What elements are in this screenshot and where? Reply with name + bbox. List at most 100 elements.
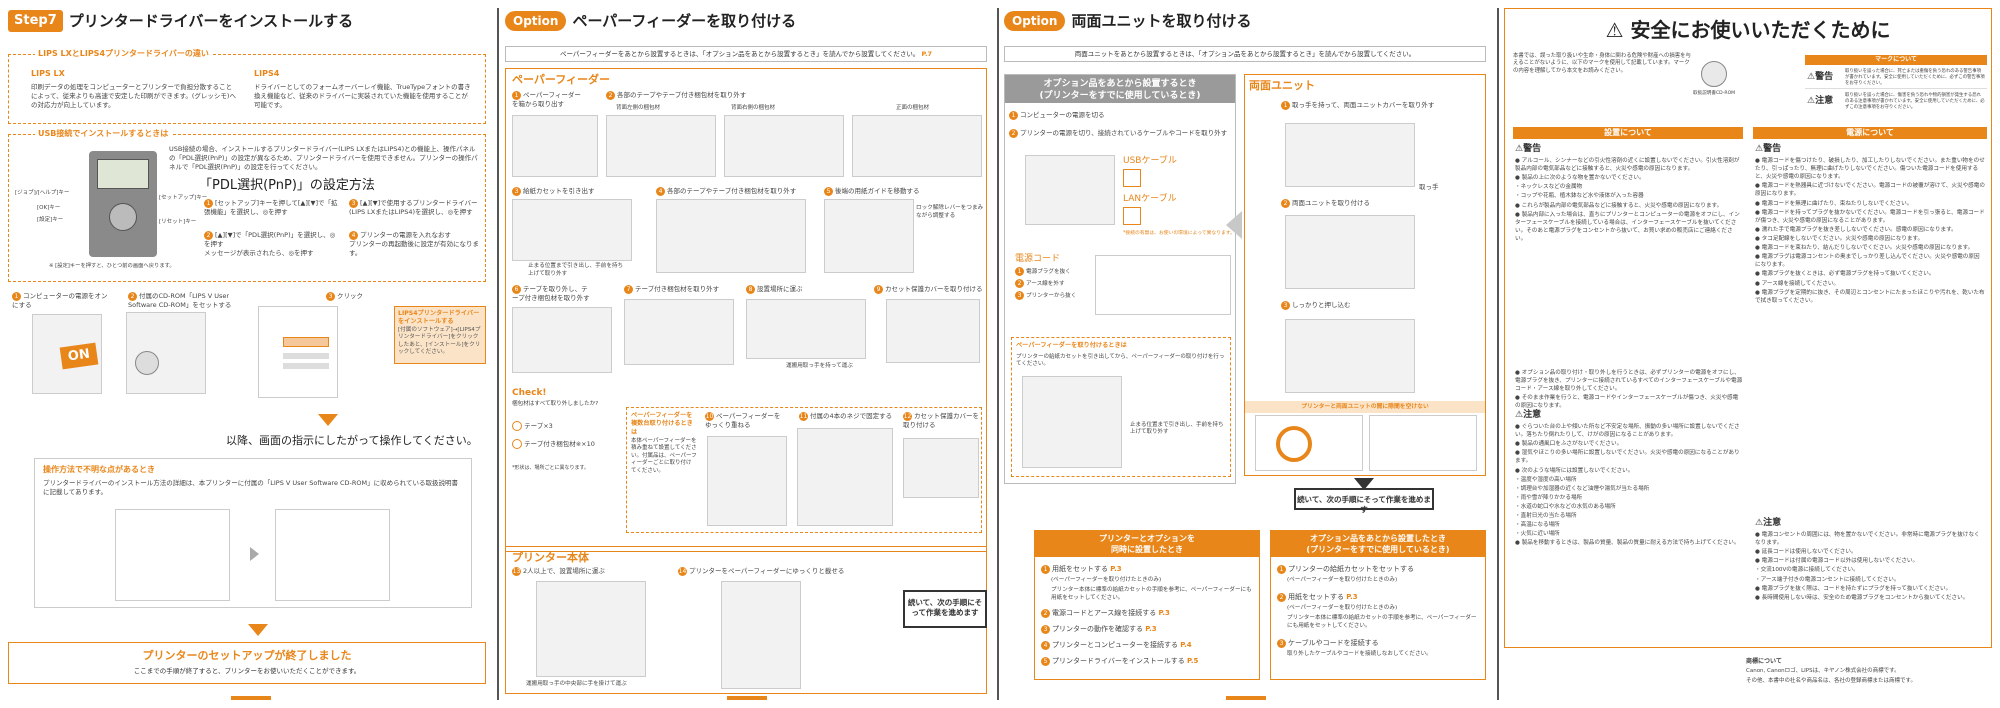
pdl-step-1: [セットアップ]キーを押して[▲][▼]で「拡張機能」を選択し、◎を押す (204, 199, 338, 216)
note-bar: ペーパーフィーダーをあとから設置するときは、「オプション品をあとから設置するとき… (505, 46, 987, 62)
gap-illustration-ok (1369, 415, 1477, 471)
check-item: テープ付き梱包材※×10 (524, 440, 595, 448)
step-number: 4 (349, 231, 358, 240)
safety-list-item: ● 製品の上に次のような物を置かないでください。 (1515, 175, 1645, 182)
lips4-text: ドライバーとしてのフォームオーバーレイ機能、TrueTypeフォントの書き換え機… (254, 83, 471, 109)
sim-step-1-sub: (ペーパーフィーダーを取り付けたときのみ) (1051, 577, 1162, 583)
step-number: 1 (1281, 101, 1290, 110)
safety-list-item: ● 電源プラグを抜くときは、必ず電源プラグを持って抜いてください。 (1755, 271, 1935, 278)
option-badge: Option (1004, 10, 1066, 32)
gap-warning: プリンターと両面ユニットの間に隙間を空けない (1245, 401, 1485, 413)
feeder-illustration (606, 115, 716, 177)
key-label: [OK]キー (37, 205, 61, 211)
step-number: 3 (512, 187, 521, 196)
setup-done-sub: ここまでの手順が終了すると、プリンターをお使いいただくことができます。 (133, 667, 361, 675)
step-number: 3 (1277, 639, 1286, 648)
usb-cable-label: USBケーブル (1123, 156, 1177, 166)
printer-illustration (536, 581, 646, 677)
safety-list-item: ・コップや花瓶、植木鉢など水や液体が入った容器 (1515, 193, 1644, 200)
warning-triangle-icon: ⚠ (1807, 72, 1816, 82)
warning-triangle-icon: ⚠ (1515, 410, 1524, 420)
after-title: オプション品をあとから設置したとき (1310, 534, 1446, 543)
install-caution-list: ● ぐらついた台の上や傾いた所など不安定な場所、振動の多い場所に設置しないでくだ… (1515, 423, 1743, 549)
safety-list-item: ● 電源プラグを定期的に抜き、その周辺とコンセントにたまったほこりや汚れを、乾い… (1755, 289, 1985, 304)
trademark-text: その他、本書中の社名や商品名は、各社の登録商標または商標です。 (1746, 678, 1916, 684)
step-number: 1 (1015, 267, 1024, 276)
step-number: 3 (1015, 291, 1024, 300)
caution-text: 取り扱いを誤った場合に、傷害を負う恐れや物的損害が発生する恐れのある注意事項が書… (1845, 93, 1985, 110)
power-caution-heading: ⚠注意 (1755, 518, 1782, 528)
lipslx-label: LIPS LX (31, 69, 65, 78)
sim-title-sub: 同時に設置したとき (1111, 544, 1183, 554)
warning-triangle-icon: ⚠ (1515, 144, 1524, 154)
later-install-header: オプション品をあとから設置するとき (プリンターをすでに使用しているとき) (1005, 75, 1235, 103)
feeder-step-5: 後端の用紙ガイドを移動する (835, 187, 920, 195)
usb-port-icon (1123, 169, 1141, 187)
cd-label: 取扱説明書CD-ROM (1693, 91, 1736, 96)
step-number: 14 (678, 567, 687, 576)
step-number: 9 (874, 285, 883, 294)
feeder-note-box: ペーパーフィーダーを取り付けるときは プリンターの給紙カセットを引き出してから、… (1011, 337, 1231, 477)
feeder-step-8: 設置場所に運ぶ (757, 285, 803, 293)
section-header: Step7 プリンタードライバーをインストールする (8, 6, 490, 36)
warning-triangle-icon: ⚠ (1755, 518, 1764, 528)
screenshot-illustration (115, 509, 230, 601)
step-number: 2 (204, 231, 213, 240)
usb-heading: USB接続でインストールするときは (35, 129, 172, 140)
lan-cable-label: LANケーブル (1123, 194, 1177, 204)
safety-list-item: ● オプション品の取り付け・取り外しを行うときは、必ずプリンターの電源をオフにし… (1515, 370, 1743, 393)
duplex-illustration (1285, 123, 1415, 187)
arrow-down-icon (318, 414, 338, 426)
power-step-2: アース線を外す (1026, 281, 1065, 287)
duplex-step-2: 両面ユニットを取り付ける (1292, 199, 1370, 207)
feeder-step-3b: 止まる位置まで引き出し、手前を持ち上げて取り外す (528, 263, 624, 277)
page-ref: P.5 (1186, 657, 1199, 665)
safety-list-item: ● 製品内部に入った場合は、直ちにプリンターとコンピューターの電源をオフにし、イ… (1515, 211, 1740, 242)
section-title: ペーパーフィーダーを取り付ける (572, 11, 797, 30)
page-marker (1226, 696, 1266, 700)
later-step-1: コンピューターの電源を切る (1020, 111, 1105, 119)
step-number: 13 (512, 567, 521, 576)
power-warning-list: ● 電源コードを傷つけたり、破損したり、加工したりしないでください。また重い物を… (1755, 157, 1985, 306)
safety-list-item: ・火気に近い場所 (1515, 531, 1560, 538)
feeder-step-1: ペーパーフィーダーを箱から取り出す (512, 91, 581, 108)
section-title: 両面ユニットを取り付ける (1071, 11, 1252, 30)
feeder-illustration (852, 115, 982, 177)
panel-paper-feeder: Option ペーパーフィーダーを取り付ける ペーパーフィーダーをあとから設置す… (505, 6, 990, 702)
page-ref: P.3 (1158, 609, 1170, 617)
step-number: 6 (512, 285, 521, 294)
after-step-1-sub: (ペーパーフィーダーを取り付けたときのみ) (1287, 577, 1398, 583)
step-number: 2 (1281, 199, 1290, 208)
safety-list-item: ● 電源コードを熱器具に近づけないでください。電源コードの被覆が溶けて、火災や感… (1755, 183, 1985, 198)
click-note: LIPS4プリンタードライバーをインストールする [付属のソフトウェア]→[LI… (394, 306, 486, 364)
warning-text: 取り扱いを誤った場合に、死亡または重傷を負う恐れのある警告事項が書かれています。… (1845, 69, 1985, 86)
feeder-illustration (797, 428, 893, 526)
note-bar: 両面ユニットをあとから設置するときは、「オプション品をあとから設置するとき」を読… (1004, 46, 1486, 62)
panel-duplex-unit: Option 両面ユニットを取り付ける 両面ユニットをあとから設置するときは、「… (1004, 6, 1490, 702)
safety-list-item: ・交流100Vの電源に接続してください。 (1755, 567, 1859, 574)
option-badge: Option (505, 10, 567, 32)
note-text: ペーパーフィーダーをあとから設置するときは、「オプション品をあとから設置するとき… (559, 50, 920, 58)
key-label: [設定]キー (37, 217, 64, 223)
later-title: オプション品をあとから設置するとき (1043, 79, 1197, 89)
view-label: 正面の梱包材 (896, 105, 930, 111)
safety-list-item: ● アルコール、シンナーなどの引火性溶剤の近くに設置しないでください。引火性溶剤… (1515, 158, 1740, 173)
feeder-illustration (746, 299, 866, 359)
lips4-label: LIPS4 (254, 69, 280, 78)
check-footnote: *形状は、場所ごとに異なります。 (512, 465, 590, 471)
step-number: 3 (1281, 301, 1290, 310)
multi-note-text: 本体ペーパーフィーダーを積み重ねて設置してください。付属品は、ペーパーフィーダー… (631, 438, 697, 474)
safety-list-item: ● 製品の通風口をふさがないでください。 (1515, 441, 1623, 448)
step-number: 4 (656, 187, 665, 196)
install-step-1: コンピューターの電源をオンにする (12, 292, 108, 309)
install-header: 設置について (1513, 127, 1743, 139)
step-number: 2 (128, 292, 137, 301)
safety-list-item: ・水道の蛇口や水などの水気のある場所 (1515, 503, 1616, 510)
warning-triangle-icon: ⚠ (1807, 96, 1816, 106)
safety-title: ⚠ 安全にお使いいただくために (1505, 17, 1991, 44)
safety-list-item: ● 次のような場所には設置しないでください。 (1515, 467, 1634, 474)
sim-step-1-note: プリンター本体に標準の給紙カセットの手順を参考に、ペーパーフィーダーにも用紙をセ… (1051, 587, 1252, 601)
page-ref: P.7 (921, 50, 933, 58)
